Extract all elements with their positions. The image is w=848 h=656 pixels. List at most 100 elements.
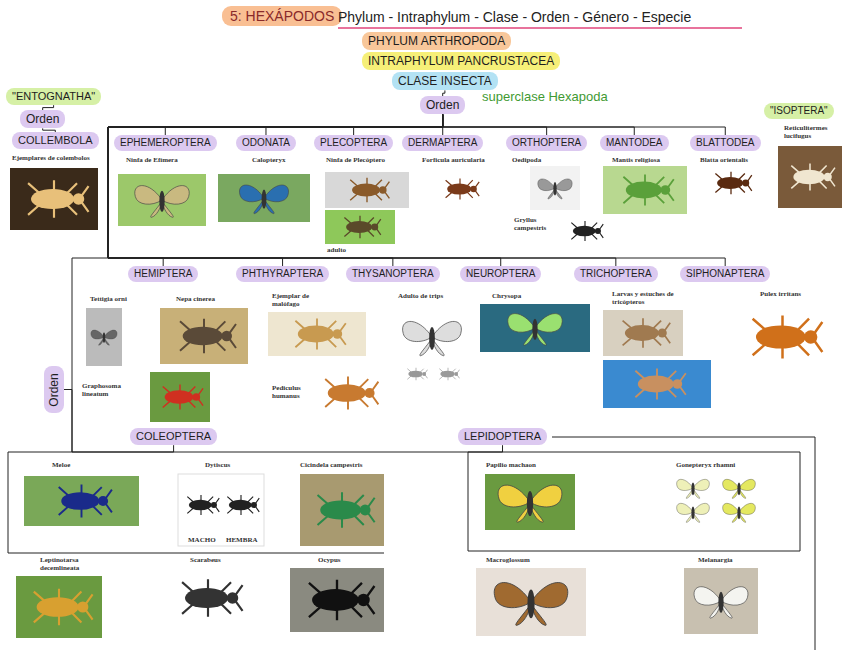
- insect-figure: [723, 503, 756, 522]
- insect-figure: [350, 178, 389, 202]
- photo: [166, 568, 250, 628]
- photo: [10, 168, 98, 230]
- taxon-highlight: HEMIPTERA: [128, 266, 198, 282]
- taxon-name: HEMIPTERA: [134, 268, 192, 280]
- species-caption: Macroglossum: [486, 556, 530, 564]
- insect-figure: [91, 330, 117, 345]
- species-caption: adulto: [327, 246, 346, 254]
- taxon-highlight: Orden: [420, 96, 465, 114]
- tree-connector: [108, 114, 443, 266]
- branch-line: [468, 452, 800, 551]
- rank-sequence: Phylum - Intraphylum - Clase - Orden - G…: [338, 9, 691, 25]
- insect-figure: [538, 179, 572, 199]
- insect-figure: [677, 503, 710, 522]
- note: superclase Hexapoda: [482, 90, 608, 105]
- taxon-name: INTRAPHYLUM PANCRUSTACEA: [368, 54, 554, 68]
- insect-figure: [28, 180, 88, 217]
- taxon-name: DERMAPTERA: [408, 137, 477, 149]
- tree-connector: [266, 114, 443, 135]
- taxon-highlight: TRICHOPTERA: [574, 266, 658, 282]
- photo: [698, 166, 764, 200]
- species-caption: Graphosoma lineatum: [82, 382, 144, 398]
- title-underline: [338, 27, 742, 29]
- tree-connector: [108, 114, 501, 266]
- insect-figure: [694, 587, 748, 618]
- insect-figure: [446, 179, 480, 200]
- taxon-highlight: LEPIDOPTERA: [458, 428, 547, 445]
- taxon-highlight: BLATTODEA: [690, 135, 761, 151]
- taxon-highlight: SIPHONAPTERA: [680, 266, 770, 282]
- insect-figure: [403, 321, 462, 355]
- species-caption: MACHO: [188, 536, 216, 544]
- insect-figure: [508, 314, 563, 346]
- species-caption: Melanargia: [698, 556, 733, 564]
- branch-line: [8, 452, 384, 553]
- insect-figure: [59, 485, 112, 518]
- insect-figure: [439, 368, 459, 380]
- species-caption: Adulto de trips: [398, 292, 443, 300]
- species-caption: Gonepteryx rhamni: [676, 461, 735, 469]
- species-caption: HEMBRA: [226, 536, 258, 544]
- species-caption: Leptinotarsa decemlineata: [40, 556, 110, 572]
- insect-figure: [295, 318, 345, 349]
- taxon-name: ODONATA: [242, 137, 290, 149]
- connector-group: [43, 90, 726, 452]
- taxon-name: Orden: [26, 112, 59, 126]
- branch-line: [552, 437, 815, 650]
- taxon-name: Orden: [426, 98, 459, 112]
- species-caption: Ejemplar de malófago: [272, 292, 332, 308]
- species-caption: Ninfa de Plecóptero: [326, 156, 385, 164]
- species-caption: Gryllus campestris: [514, 216, 558, 232]
- taxon-highlight: "ISOPTERA": [764, 103, 834, 119]
- insect-figure: [309, 580, 375, 621]
- taxon-name: CLASE INSECTA: [398, 74, 492, 88]
- species-caption: Ninfa de Efímera: [126, 156, 178, 164]
- insect-figure: [325, 377, 378, 410]
- photo: [603, 310, 683, 356]
- insect-figure: [494, 583, 568, 626]
- photo: [778, 146, 842, 208]
- insect-figure: [182, 579, 242, 616]
- photo: [392, 304, 472, 390]
- taxon-name: BLATTODEA: [696, 137, 755, 149]
- photo: [476, 568, 586, 636]
- photo: [420, 174, 500, 204]
- tree-connector: [443, 114, 547, 135]
- insect-figure: [318, 492, 375, 527]
- taxon-highlight: Orden: [20, 110, 65, 128]
- tree-connector: [443, 114, 635, 135]
- taxon-highlight: ORTHOPTERA: [506, 135, 587, 151]
- tree-connector: [108, 114, 443, 266]
- species-caption: Dytiscus: [205, 461, 230, 469]
- taxon-name: SIPHONAPTERA: [686, 268, 764, 280]
- insect-figure: [180, 319, 236, 354]
- photo: [530, 166, 580, 210]
- insect-figure: [623, 174, 673, 205]
- taxon-highlight: PHTHYRAPTERA: [236, 266, 329, 282]
- taxon-highlight: NEUROPTERA: [460, 266, 541, 282]
- tree-connector: [108, 114, 725, 266]
- species-caption: Nepa cinerea: [176, 295, 215, 303]
- taxon-name: "ISOPTERA": [770, 105, 828, 117]
- taxon-name: LEPIDOPTERA: [464, 430, 541, 443]
- species-caption: Cicindela campestris: [300, 461, 362, 469]
- taxon-name: THYSANOPTERA: [352, 268, 434, 280]
- photo: [290, 568, 384, 632]
- species-caption: Pediculus humanus: [272, 384, 308, 400]
- photo: [603, 166, 687, 214]
- taxon-highlight: COLEOPTERA: [130, 428, 217, 445]
- taxon-highlight: "ENTOGNATHA": [6, 88, 101, 105]
- insect-figure: [344, 216, 380, 239]
- insect-figure: [163, 385, 203, 410]
- photo: [218, 174, 310, 222]
- photo: [668, 474, 764, 526]
- taxon-name: "ENTOGNATHA": [12, 90, 95, 103]
- insect-figure: [498, 485, 562, 522]
- species-caption: Papilio machaon: [486, 461, 536, 469]
- tree-connector: [354, 114, 443, 135]
- taxon-name: NEUROPTERA: [466, 268, 535, 280]
- tree-connector: [443, 114, 726, 135]
- species-caption: Forficula auricularia: [422, 156, 485, 164]
- taxon-name: PLECOPTERA: [320, 137, 387, 149]
